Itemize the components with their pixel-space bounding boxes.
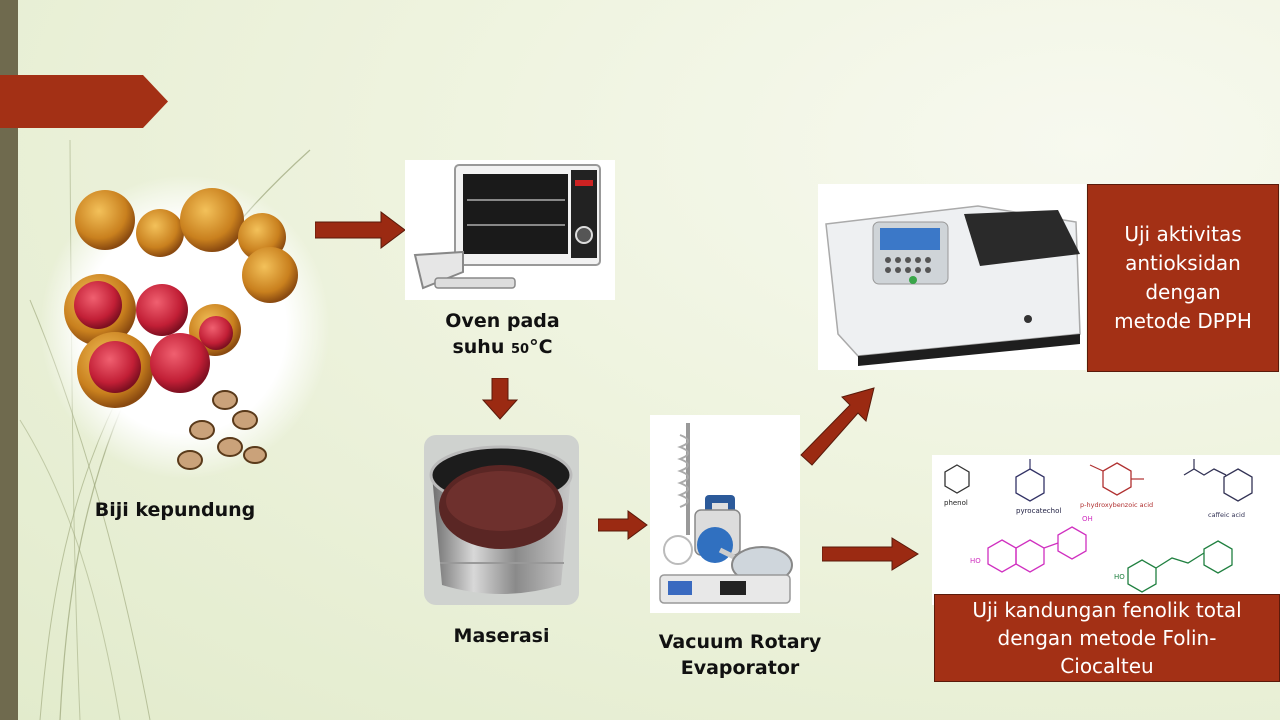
antioxidant-test-box: Uji aktivitas antioksidan dengan metode … (1087, 184, 1279, 372)
evaporator-label-line1: Vacuum Rotary (658, 631, 822, 653)
phenolic-line3: Ciocalteu (1060, 654, 1154, 678)
phenolic-line1: Uji kandungan fenolik total (972, 598, 1242, 622)
arrow-evaporator-to-phenolic-test (822, 537, 919, 571)
arrow-maceration-to-evaporator (598, 510, 648, 540)
sidebar-strip (0, 0, 18, 720)
phenolic-compounds-structures-image: phenol pyrocatechol p-hydroxybenzoic aci… (932, 455, 1280, 605)
arrow-oven-to-maceration (482, 378, 518, 420)
antioxidant-line1: Uji aktivitas (1124, 222, 1242, 246)
spectrophotometer-image (818, 184, 1086, 370)
phenolic-line2: dengan metode Folin- (997, 626, 1217, 650)
seeds-label: Biji kepundung (94, 499, 256, 521)
arrow-evaporator-to-antioxidant-test (800, 387, 875, 466)
oven-temp-unit: °C (529, 336, 553, 358)
maceration-label: Maserasi (453, 625, 550, 647)
evaporator-label-line2: Evaporator (680, 657, 800, 679)
rotary-evaporator-image (650, 415, 800, 613)
arrow-seeds-to-oven (315, 211, 406, 249)
antioxidant-line2: antioksidan (1125, 251, 1241, 275)
maceration-pot-image (424, 435, 579, 605)
phenolic-test-box: Uji kandungan fenolik total dengan metod… (934, 594, 1280, 682)
oven-temp-value: 50 (510, 342, 530, 357)
title-tab-shape (0, 75, 168, 128)
kepundung-seeds-image (40, 175, 330, 479)
oven-image (405, 160, 615, 300)
flavonoid-ho-label: HO (970, 557, 981, 565)
evaporator-label: Vacuum Rotary Evaporator (630, 629, 850, 681)
oven-label: Oven pada suhu 50°C (420, 308, 585, 363)
oven-label-line2: suhu 50°C (420, 334, 585, 363)
oven-suhu-text: suhu (452, 336, 511, 358)
flavonoid-oh-label: OH (1082, 515, 1093, 523)
hydroxybenzoic-label: p-hydroxybenzoic acid (1080, 501, 1153, 509)
antioxidant-line3: dengan (1145, 280, 1221, 304)
caffeic-label: caffeic acid (1208, 511, 1245, 519)
antioxidant-line4: metode DPPH (1114, 309, 1252, 333)
pyrocatechol-label: pyrocatechol (1016, 507, 1061, 515)
stilbene-ho-label: HO (1114, 573, 1125, 581)
phenol-label: phenol (944, 499, 968, 507)
oven-label-line1: Oven pada (445, 310, 560, 332)
